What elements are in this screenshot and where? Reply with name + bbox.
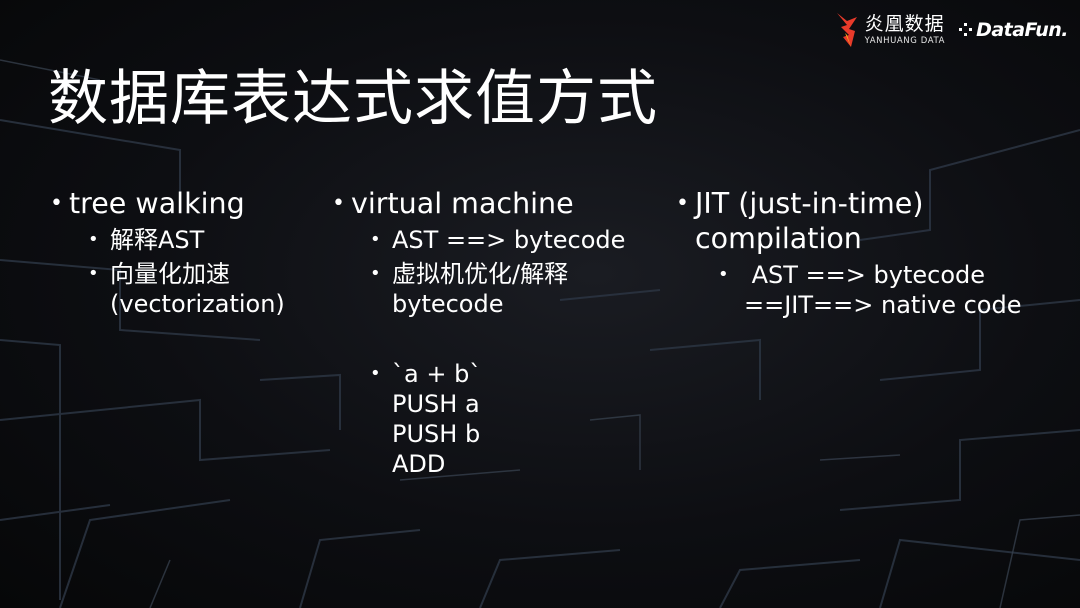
bullet-dot-icon: •	[88, 263, 99, 284]
code-line: `a + b`	[392, 360, 482, 388]
yanhuang-logo-english: YANHUANG DATA	[864, 35, 946, 46]
bullet-dot-icon: •	[88, 229, 99, 250]
code-line: PUSH b	[392, 420, 481, 448]
code-line: PUSH a	[392, 390, 480, 418]
bullet-dot-icon: •	[332, 191, 345, 216]
logo-group: 炎凰数据 YANHUANG DATA DataFun.	[835, 8, 1068, 52]
sub-bullet: • 向量化加速 (vectorization)	[84, 259, 330, 319]
sub-bullet: • 虚拟机优化/解释 bytecode	[366, 259, 662, 319]
sub-bullet-text: ==JIT==> native code	[744, 291, 1022, 319]
sub-bullet-text: 虚拟机优化/解释	[392, 260, 569, 288]
bullet-dot-icon: •	[676, 191, 689, 216]
sub-bullet: • AST ==> bytecode	[366, 225, 662, 255]
sub-bullet-text: 解释AST	[110, 226, 205, 254]
column-virtual-machine: • virtual machine • AST ==> bytecode • 虚…	[332, 186, 662, 479]
bullet-dot-icon: •	[370, 263, 381, 284]
bullet-dot-icon: •	[50, 191, 63, 216]
yanhuang-logo: 炎凰数据 YANHUANG DATA	[835, 11, 945, 49]
yanhuang-logo-icon	[836, 13, 857, 47]
bullet-heading: • JIT (just-in-time) compilation	[676, 186, 1076, 256]
heading-text: tree walking	[69, 187, 245, 220]
sub-bullet-text: (vectorization)	[110, 290, 285, 318]
datafun-logo: DataFun.	[959, 19, 1068, 41]
sub-bullet-text: AST ==> bytecode	[392, 226, 626, 254]
sub-bullet: • 解释AST	[84, 225, 330, 255]
bullet-heading: • tree walking	[50, 186, 330, 221]
bullet-dot-icon: •	[370, 229, 381, 250]
column-jit: • JIT (just-in-time) compilation • AST =…	[676, 186, 1076, 320]
bullet-dot-icon: •	[370, 363, 381, 384]
heading-text: virtual machine	[351, 187, 574, 220]
code-line: ADD	[392, 450, 446, 478]
sub-bullet-text: 向量化加速	[110, 260, 230, 288]
bullet-heading: • virtual machine	[332, 186, 662, 221]
bullet-dot-icon: •	[718, 264, 729, 285]
sub-bullet: • AST ==> bytecode ==JIT==> native code	[714, 260, 1076, 320]
column-tree-walking: • tree walking • 解释AST • 向量化加速 (vectoriz…	[50, 186, 330, 319]
yanhuang-logo-chinese: 炎凰数据	[864, 12, 945, 35]
heading-text: compilation	[695, 222, 862, 255]
heading-text: JIT (just-in-time)	[695, 187, 924, 220]
slide-title: 数据库表达式求值方式	[48, 64, 658, 134]
sub-bullet-text: bytecode	[392, 290, 504, 318]
sub-bullet-code-example: • `a + b` PUSH a PUSH b ADD	[366, 359, 662, 479]
sub-bullet-text: AST ==> bytecode	[744, 261, 986, 289]
datafun-logo-text: DataFun.	[976, 19, 1068, 41]
datafun-dots-icon	[959, 23, 973, 36]
